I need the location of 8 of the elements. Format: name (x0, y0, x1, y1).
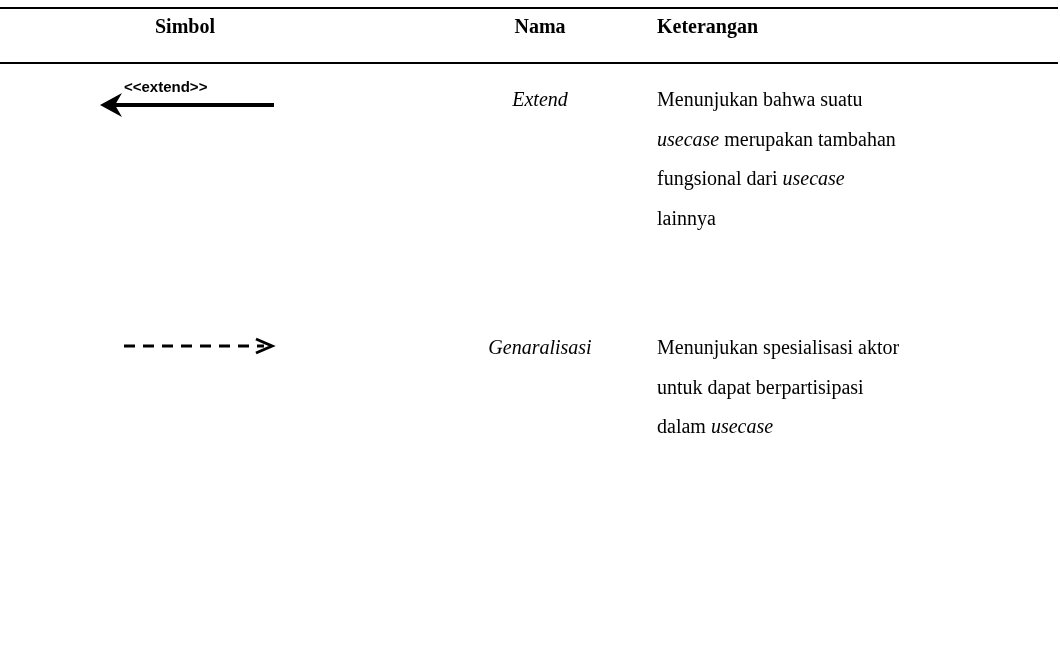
description-text: Menunjukan bahwa suatu usecase merupakan tambahan fungsional dari usecase lainnya (657, 87, 897, 232)
column-header: Nama (513, 14, 567, 39)
column-header: Keterangan (657, 14, 760, 39)
symbol-name: Extend (511, 87, 569, 112)
symbol-name: Genaralisasi (487, 335, 593, 360)
description-text: Menunjukan spesialisasi aktor untuk dapat berpartisipasi dalam usecase (657, 335, 901, 439)
stereotype-label: <<extend>> (124, 78, 208, 96)
column-header: Simbol (154, 14, 216, 39)
